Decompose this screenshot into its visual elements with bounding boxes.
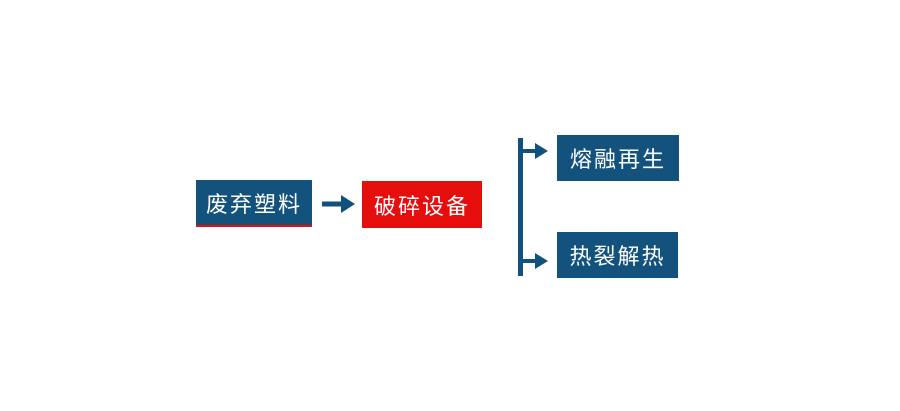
node-melt-regeneration-label: 熔融再生 — [569, 147, 666, 172]
node-pyrolysis-label: 热裂解热 — [569, 244, 666, 269]
arrow-right-icon-bottom-branch — [518, 253, 548, 269]
node-pyrolysis: 热裂解热 — [557, 232, 678, 278]
arrow-right-icon-main — [322, 195, 355, 213]
node-crushing-equipment: 破碎设备 — [362, 181, 482, 228]
node-melt-regeneration: 熔融再生 — [557, 135, 679, 181]
node-crushing-equipment-label: 破碎设备 — [373, 193, 470, 219]
node-waste-plastic-label: 废弃塑料 — [205, 191, 302, 217]
branch-connector — [518, 138, 548, 276]
node-waste-plastic: 废弃塑料 — [196, 180, 312, 227]
arrow-right-icon-top-branch — [518, 143, 548, 159]
